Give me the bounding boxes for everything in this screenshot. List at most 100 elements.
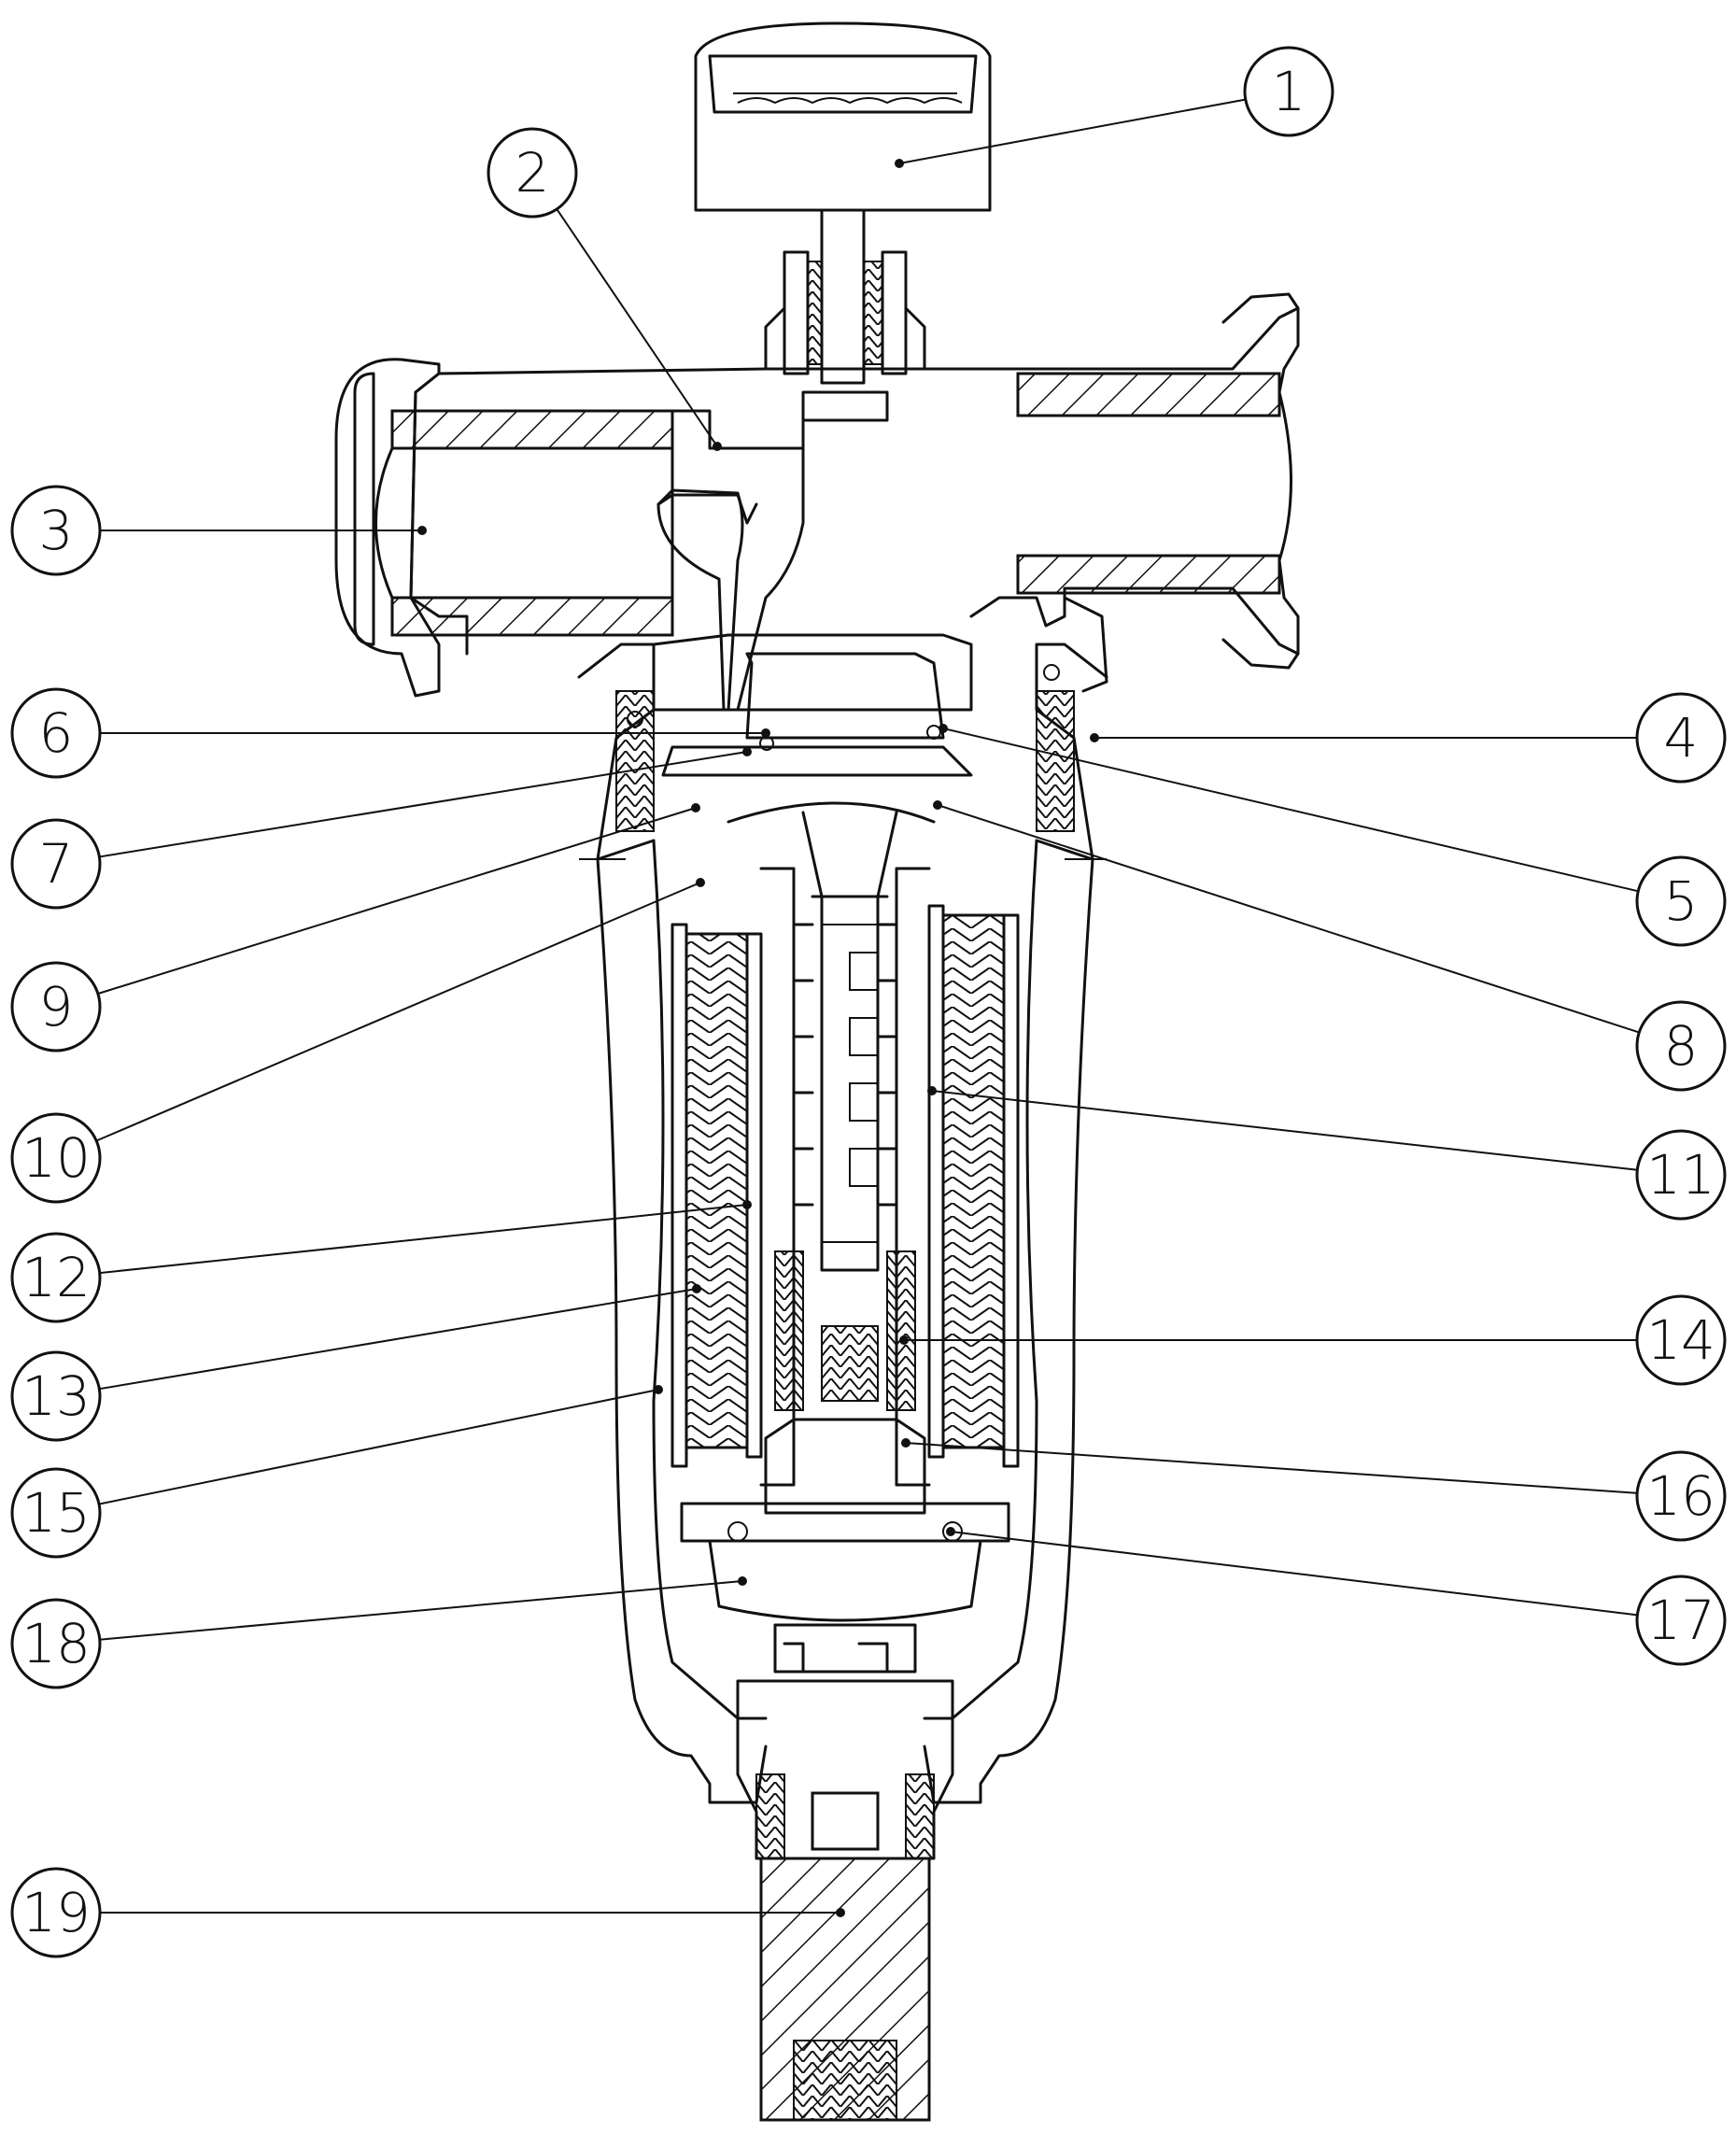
- leader-dot: [1090, 733, 1099, 742]
- inlet-union: [334, 358, 674, 698]
- leader-dot: [895, 159, 904, 168]
- callout-number: 17: [1646, 1589, 1715, 1652]
- leader-dot: [939, 724, 948, 733]
- callout-circle: [1635, 1000, 1727, 1092]
- leader-line: [942, 727, 1638, 893]
- callout-number: 19: [21, 1881, 91, 1944]
- leader-dot: [933, 800, 942, 810]
- filter-screen-right: [927, 904, 1020, 1468]
- callout-15: 15: [10, 1385, 663, 1559]
- callout-5: 5: [939, 724, 1727, 947]
- callout-circle: [10, 818, 102, 910]
- leader-line: [98, 807, 697, 995]
- callout-12: 12: [10, 1200, 752, 1323]
- leader-line: [100, 1288, 698, 1391]
- leader-line: [99, 1389, 659, 1505]
- callout-11: 11: [927, 1086, 1727, 1221]
- callout-circle: [1635, 692, 1727, 784]
- callout-6: 6: [10, 687, 770, 779]
- callout-number: 6: [39, 701, 74, 765]
- leader-dot: [738, 1576, 747, 1586]
- callout-4: 4: [1090, 692, 1727, 784]
- leader-line: [931, 1090, 1637, 1171]
- callout-circle: [1635, 1450, 1727, 1542]
- leader-dot: [654, 1385, 663, 1394]
- leader-dot: [899, 1335, 909, 1345]
- callout-16: 16: [901, 1438, 1727, 1542]
- leader-dot: [417, 526, 427, 535]
- callout-circle: [10, 1598, 102, 1689]
- callout-1: 1: [895, 46, 1334, 168]
- callout-13: 13: [10, 1284, 701, 1442]
- callout-circle: [10, 485, 102, 576]
- outer-bowl: [577, 643, 1108, 1804]
- callout-circle: [10, 1232, 102, 1323]
- callout-circle: [10, 961, 102, 1052]
- leader-dot: [761, 728, 770, 738]
- head-body: [409, 292, 1300, 670]
- leader-line: [96, 882, 701, 1142]
- upper-cap: [652, 633, 973, 824]
- callout-number: 5: [1664, 869, 1699, 933]
- callout-circle: [1635, 1294, 1727, 1386]
- leader-line: [557, 209, 718, 447]
- callout-number: 7: [39, 832, 74, 896]
- callout-number: 18: [21, 1612, 91, 1675]
- leader-line: [100, 751, 748, 858]
- bowl-thread-ring: [615, 596, 1108, 832]
- callout-circle: [10, 1350, 102, 1442]
- leader-dot: [742, 1200, 752, 1209]
- valve-stem: [764, 208, 926, 385]
- leader-dot: [696, 878, 705, 887]
- callout-19: 19: [10, 1867, 845, 1958]
- leader-dot: [927, 1086, 937, 1095]
- filter-screen-left: [670, 923, 763, 1468]
- callout-circle: [10, 1467, 102, 1559]
- central-spindle: [801, 811, 898, 1272]
- callout-number: 9: [39, 975, 74, 1038]
- callout-2: 2: [487, 127, 722, 451]
- callout-number: 14: [1646, 1308, 1715, 1372]
- leader-dot: [691, 803, 700, 812]
- leader-dot: [713, 442, 722, 451]
- callout-number: 15: [21, 1481, 91, 1545]
- callout-circle: [10, 1867, 102, 1958]
- callout-17: 17: [946, 1527, 1727, 1666]
- callout-number: 2: [515, 141, 550, 205]
- callout-circle: [10, 1112, 102, 1204]
- callout-number: 16: [1646, 1464, 1715, 1528]
- callout-9: 9: [10, 803, 700, 1052]
- callout-number: 11: [1646, 1143, 1715, 1207]
- callout-circle: [1635, 1129, 1727, 1221]
- callout-circle: [1243, 46, 1334, 137]
- callout-circle: [1635, 855, 1727, 947]
- leader-dot: [946, 1527, 955, 1536]
- leader-line: [898, 98, 1245, 164]
- callout-number: 10: [21, 1126, 91, 1190]
- leader-dot: [742, 747, 752, 756]
- handle-knob: [694, 21, 992, 212]
- spring: [774, 1250, 916, 1411]
- leader-line: [937, 804, 1639, 1034]
- leader-line: [100, 1204, 748, 1274]
- callout-8: 8: [933, 800, 1727, 1092]
- leader-line: [950, 1531, 1637, 1617]
- bottom-seat: [680, 1418, 1010, 1674]
- callout-number: 8: [1664, 1014, 1699, 1078]
- callout-number: 12: [21, 1246, 91, 1309]
- callout-circle: [1635, 1575, 1727, 1666]
- leader-dot: [836, 1908, 845, 1917]
- drain-body: [736, 1679, 954, 2122]
- leader-line: [905, 1442, 1637, 1494]
- callout-number: 3: [39, 499, 74, 562]
- leader-dot: [692, 1284, 701, 1293]
- central-stem-blade: [656, 390, 889, 712]
- callout-14: 14: [899, 1294, 1727, 1386]
- callout-number: 1: [1272, 60, 1306, 123]
- callout-circle: [10, 687, 102, 779]
- callout-18: 18: [10, 1576, 747, 1689]
- callout-number: 4: [1664, 706, 1699, 770]
- callout-number: 13: [21, 1364, 91, 1428]
